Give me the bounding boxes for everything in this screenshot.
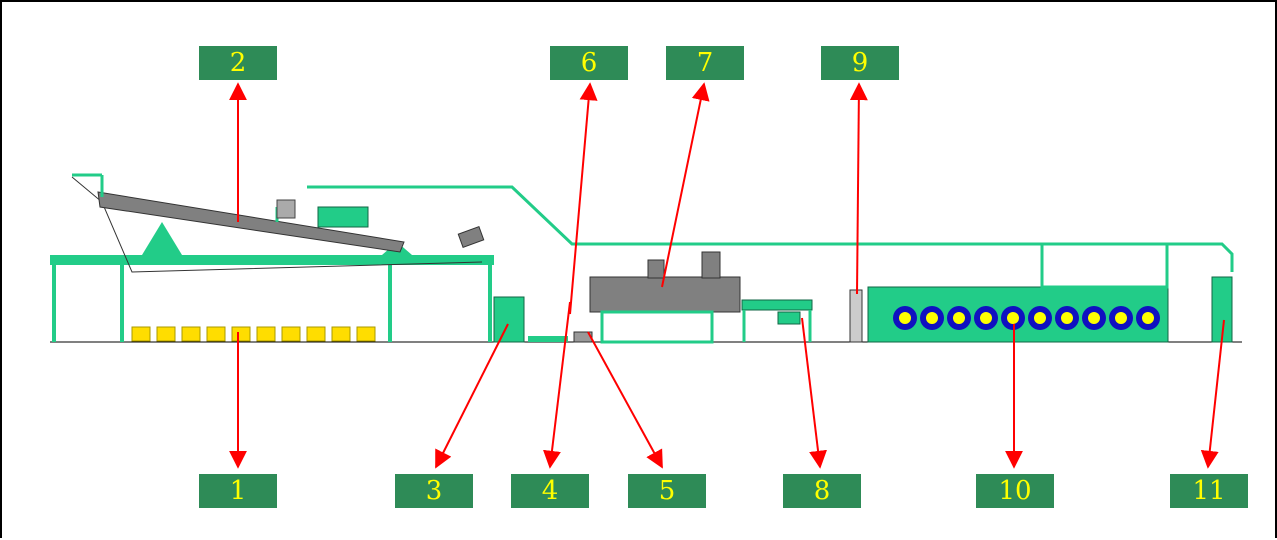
arrow-6 — [569, 82, 598, 315]
payoff-stand — [50, 222, 494, 342]
label-10: 10 — [976, 474, 1054, 508]
label-2: 2 — [199, 46, 277, 80]
arrow-3 — [435, 323, 509, 469]
payoff-spools — [131, 326, 376, 342]
label-9: 9 — [821, 46, 899, 80]
label-1: 1 — [199, 474, 277, 508]
base-plate — [528, 336, 568, 342]
arrow-9 — [849, 82, 868, 295]
label-11: 11 — [1170, 474, 1248, 508]
label-7: 7 — [666, 46, 744, 80]
arrow-11 — [1200, 319, 1225, 469]
arrow-7 — [661, 82, 710, 288]
capstan-tower — [849, 289, 863, 343]
pointer-arrows — [229, 82, 1225, 469]
label-8: 8 — [783, 474, 861, 508]
inclined-guide — [72, 173, 485, 253]
accumulator-unit — [493, 296, 525, 343]
takeup-cabinet — [867, 242, 1169, 343]
arrow-4 — [543, 301, 571, 469]
control-panel — [317, 206, 369, 228]
label-4: 4 — [511, 474, 589, 508]
pump-unit — [573, 331, 593, 343]
label-5: 5 — [628, 474, 706, 508]
annealing-oven — [589, 251, 741, 344]
wire-path — [71, 176, 483, 273]
label-3: 3 — [395, 474, 473, 508]
control-box — [276, 199, 296, 219]
cooling-trough — [741, 299, 813, 342]
arrow-8 — [801, 317, 827, 469]
arrow-5 — [587, 331, 663, 469]
label-6: 6 — [550, 46, 628, 80]
